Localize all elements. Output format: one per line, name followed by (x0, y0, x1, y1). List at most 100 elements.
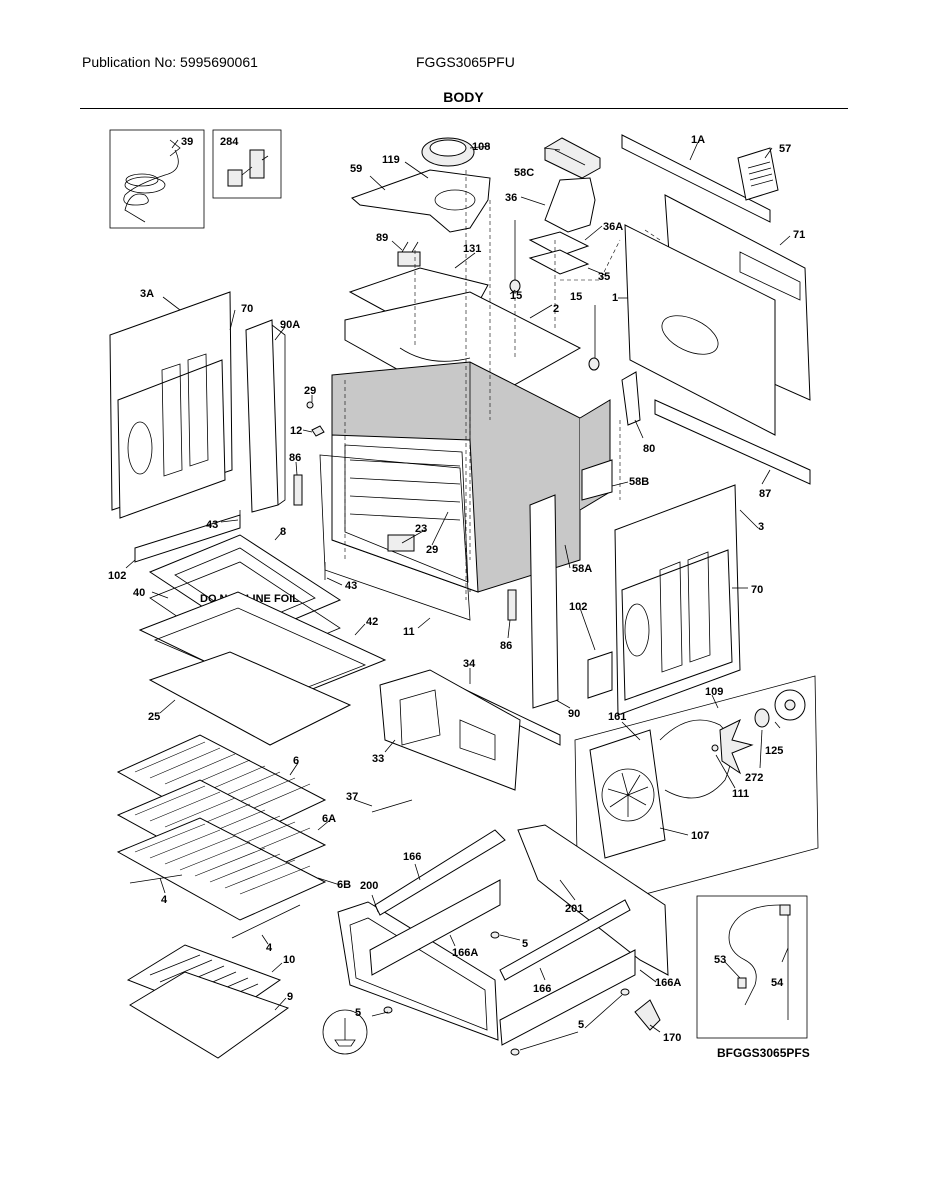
model-number: FGGS3065PFU (416, 54, 515, 70)
part-insulation-58B (581, 459, 613, 501)
callout-29-b: 29 (426, 544, 438, 556)
callout-102-right: 102 (569, 601, 587, 613)
callout-10: 10 (283, 954, 295, 966)
part-drawer-back-201 (517, 824, 669, 976)
callout-5-a: 5 (522, 938, 528, 950)
callout-87: 87 (759, 488, 771, 500)
callout-3: 3 (758, 521, 764, 533)
inset-power-cord (109, 129, 205, 229)
callout-43-b: 43 (345, 580, 357, 592)
callout-25: 25 (148, 711, 160, 723)
callout-89: 89 (376, 232, 388, 244)
part-drawer-front-200 (337, 901, 499, 1041)
callout-5-c: 5 (578, 1019, 584, 1031)
callout-34: 34 (463, 658, 476, 670)
part-top-2 (344, 291, 582, 411)
callout-29-a: 29 (304, 385, 316, 397)
callout-23: 23 (415, 523, 427, 535)
callout-15-a: 15 (510, 290, 522, 302)
callout-284: 284 (220, 136, 239, 148)
part-panel-33 (379, 669, 521, 791)
inset-terminal-block (212, 129, 282, 199)
part-rail-166-upper (374, 829, 506, 916)
part-oven-cavity (331, 361, 611, 593)
part-rail-166A-lower (499, 949, 636, 1046)
callout-107: 107 (691, 830, 709, 842)
callout-70-left: 70 (241, 303, 253, 315)
callout-leaders (125, 139, 791, 1051)
callout-39: 39 (181, 136, 193, 148)
callout-272: 272 (745, 772, 763, 784)
callout-70-right: 70 (751, 584, 763, 596)
part-bracket-80 (621, 371, 641, 426)
callout-90A: 90A (280, 319, 300, 331)
part-rack-6B (116, 817, 327, 921)
part-filter-58C (544, 137, 601, 179)
callout-12: 12 (290, 425, 302, 437)
callout-1A: 1A (691, 134, 705, 146)
callout-109: 109 (705, 686, 723, 698)
part-insulation-70-right (621, 549, 733, 701)
callout-3A: 3A (140, 288, 154, 300)
callout-37: 37 (346, 791, 358, 803)
part-strip-102-right (587, 651, 613, 699)
callout-43-a: 43 (206, 519, 218, 531)
callout-166A-lower: 166A (655, 977, 681, 989)
callout-200: 200 (360, 880, 378, 892)
part-rail-166A-upper (369, 879, 501, 976)
part-duct-59 (351, 169, 491, 233)
part-bracket-170 (634, 999, 661, 1031)
callout-42: 42 (366, 616, 378, 628)
inset-temperature-sensor (696, 895, 808, 1039)
callout-166-upper: 166 (403, 851, 421, 863)
callout-71: 71 (793, 229, 805, 241)
part-rear-frame-1 (624, 224, 776, 436)
part-insulation-70-left (117, 359, 226, 519)
part-broiler-pan-9 (129, 971, 290, 1059)
part-vent-57 (737, 147, 779, 201)
callout-15-b: 15 (570, 291, 582, 303)
callout-170: 170 (663, 1032, 681, 1044)
part-door-gasket-11 (319, 454, 471, 621)
diagram-code: BFGGS3065PFS (717, 1046, 810, 1060)
part-rail-87 (654, 399, 811, 485)
callout-36: 36 (505, 192, 517, 204)
part-gasket-36A (528, 231, 590, 257)
callout-1: 1 (612, 292, 618, 304)
callout-125: 125 (765, 745, 783, 757)
part-strip-102-left (134, 514, 241, 563)
callout-131: 131 (463, 243, 481, 255)
callout-33: 33 (372, 753, 384, 765)
callout-201: 201 (565, 903, 583, 915)
callout-36A: 36A (603, 221, 623, 233)
callout-2: 2 (553, 303, 559, 315)
callout-9: 9 (287, 991, 293, 1003)
callout-35: 35 (598, 271, 610, 283)
callout-53: 53 (714, 954, 726, 966)
part-shield-36 (544, 177, 596, 233)
header-rule (80, 108, 848, 109)
callout-119: 119 (382, 154, 400, 166)
callout-40: 40 (133, 587, 145, 599)
callout-5-b: 5 (355, 1007, 361, 1019)
callout-54: 54 (771, 977, 784, 989)
callout-86-a: 86 (289, 452, 301, 464)
assembly-guide-lines (344, 170, 661, 600)
part-gasket-35 (528, 249, 590, 275)
callout-161: 161 (608, 711, 626, 723)
part-rail-1A (621, 134, 771, 223)
callout-102-left: 102 (108, 570, 126, 582)
callout-111: 111 (732, 788, 749, 800)
part-strip-90A (245, 319, 279, 513)
callout-166-lower: 166 (533, 983, 551, 995)
callout-58A: 58A (572, 563, 592, 575)
callout-4-b: 4 (266, 942, 273, 954)
callout-6: 6 (293, 755, 299, 767)
callout-11: 11 (403, 626, 415, 638)
callout-6A: 6A (322, 813, 336, 825)
part-blower-108 (421, 137, 475, 167)
callout-90: 90 (568, 708, 580, 720)
callout-166A-upper: 166A (452, 947, 478, 959)
section-title: BODY (443, 89, 484, 105)
